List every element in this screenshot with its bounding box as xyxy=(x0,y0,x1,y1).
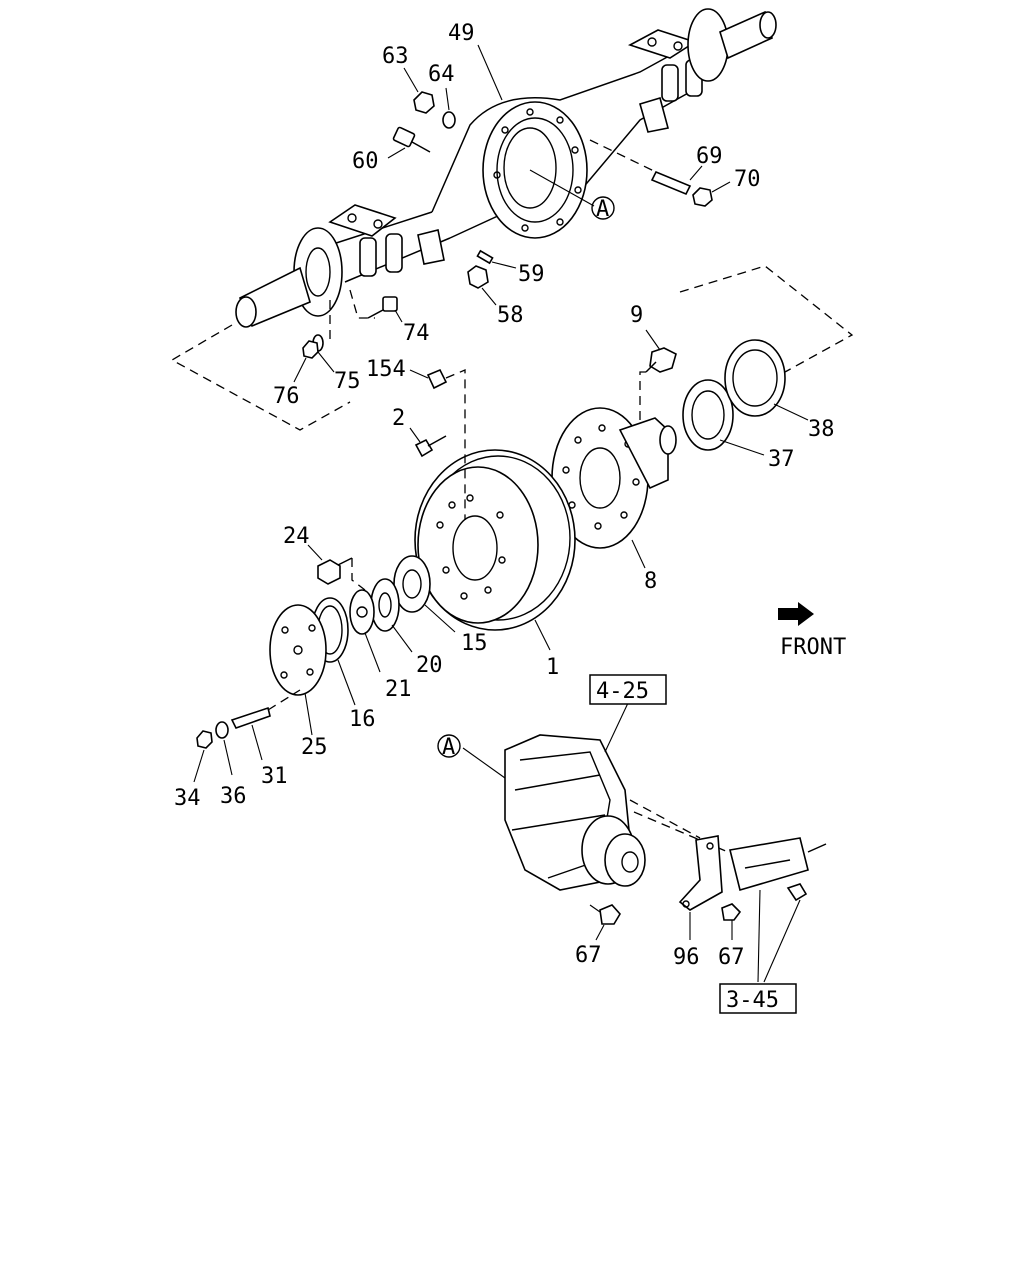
axle-housing xyxy=(235,8,777,328)
callout-25: 25 xyxy=(301,735,328,760)
ref-a-bottom: A xyxy=(442,735,455,760)
callout-96: 96 xyxy=(673,945,700,970)
callout-69: 69 xyxy=(696,144,723,169)
callout-38: 38 xyxy=(808,417,835,442)
circle-a-icon: A xyxy=(437,734,461,760)
part-callouts: 49 63 64 60 69 70 59 58 74 75 76 154 9 2… xyxy=(174,21,835,970)
ref-box-3-45[interactable]: 3-45 xyxy=(719,983,797,1014)
callout-67-right: 67 xyxy=(718,945,745,970)
circle-a-icon: A xyxy=(591,196,615,222)
callout-21: 21 xyxy=(385,677,412,702)
front-arrow-icon xyxy=(778,602,814,626)
housing-fasteners xyxy=(170,67,731,431)
callout-74: 74 xyxy=(403,321,430,346)
callout-24: 24 xyxy=(283,524,310,549)
callout-64: 64 xyxy=(428,62,455,87)
ref-a-top: A xyxy=(596,197,609,222)
callout-2: 2 xyxy=(392,406,405,431)
ref-box-3-45-label: 3-45 xyxy=(726,988,779,1013)
front-indicator: FRONT xyxy=(778,602,846,660)
callout-60: 60 xyxy=(352,149,379,174)
callout-59: 59 xyxy=(518,262,545,287)
ref-box-4-25[interactable]: 4-25 xyxy=(589,674,667,705)
differential-carrier xyxy=(462,702,827,983)
callout-34: 34 xyxy=(174,786,201,811)
hub-drum-assembly xyxy=(193,265,854,783)
callout-1: 1 xyxy=(546,655,559,680)
callout-67-left: 67 xyxy=(575,943,602,968)
callout-31: 31 xyxy=(261,764,288,789)
callout-75: 75 xyxy=(334,369,361,394)
callout-36: 36 xyxy=(220,784,247,809)
callout-16: 16 xyxy=(349,707,376,732)
callout-9: 9 xyxy=(630,303,643,328)
ref-box-4-25-label: 4-25 xyxy=(596,679,649,704)
callout-154: 154 xyxy=(366,357,406,382)
callout-58: 58 xyxy=(497,303,524,328)
callout-70: 70 xyxy=(734,167,761,192)
front-label: FRONT xyxy=(780,635,846,660)
callout-20: 20 xyxy=(416,653,443,678)
callout-63: 63 xyxy=(382,44,409,69)
callout-37: 37 xyxy=(768,447,795,472)
callout-76: 76 xyxy=(273,384,300,409)
callout-15: 15 xyxy=(461,631,488,656)
callout-49: 49 xyxy=(448,21,475,46)
callout-8: 8 xyxy=(644,569,657,594)
